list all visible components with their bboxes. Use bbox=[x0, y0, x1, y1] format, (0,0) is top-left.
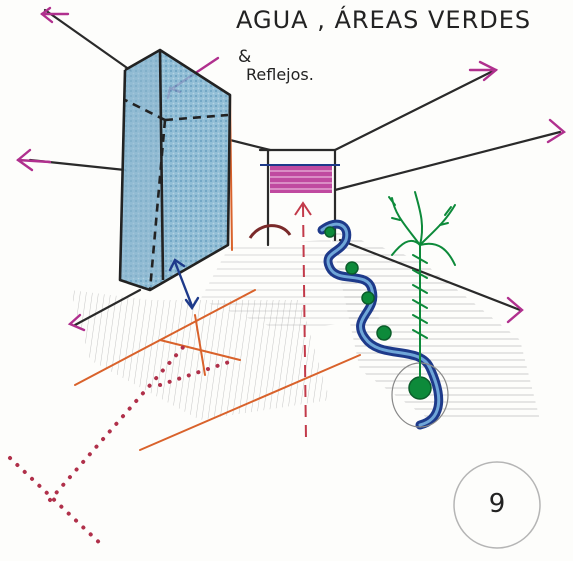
ground-hatch-far bbox=[200, 240, 380, 330]
ground-hatch-right bbox=[330, 230, 540, 420]
water-wall bbox=[118, 48, 232, 292]
axis-lines bbox=[294, 201, 312, 441]
green-pools bbox=[324, 226, 449, 428]
dotted-sightlines bbox=[8, 343, 237, 550]
far-panel bbox=[260, 164, 340, 193]
reflections-note: Reflejos. bbox=[246, 65, 314, 84]
dimension-arrows bbox=[168, 258, 200, 311]
palm-tree bbox=[388, 191, 456, 381]
page-number-badge: 9 bbox=[453, 461, 541, 549]
page-number: 9 bbox=[489, 489, 506, 519]
title-annotation: AGUA , ÁREAS VERDES bbox=[236, 5, 531, 34]
curved-arrow bbox=[248, 224, 292, 239]
note-prefix: & bbox=[238, 47, 251, 67]
